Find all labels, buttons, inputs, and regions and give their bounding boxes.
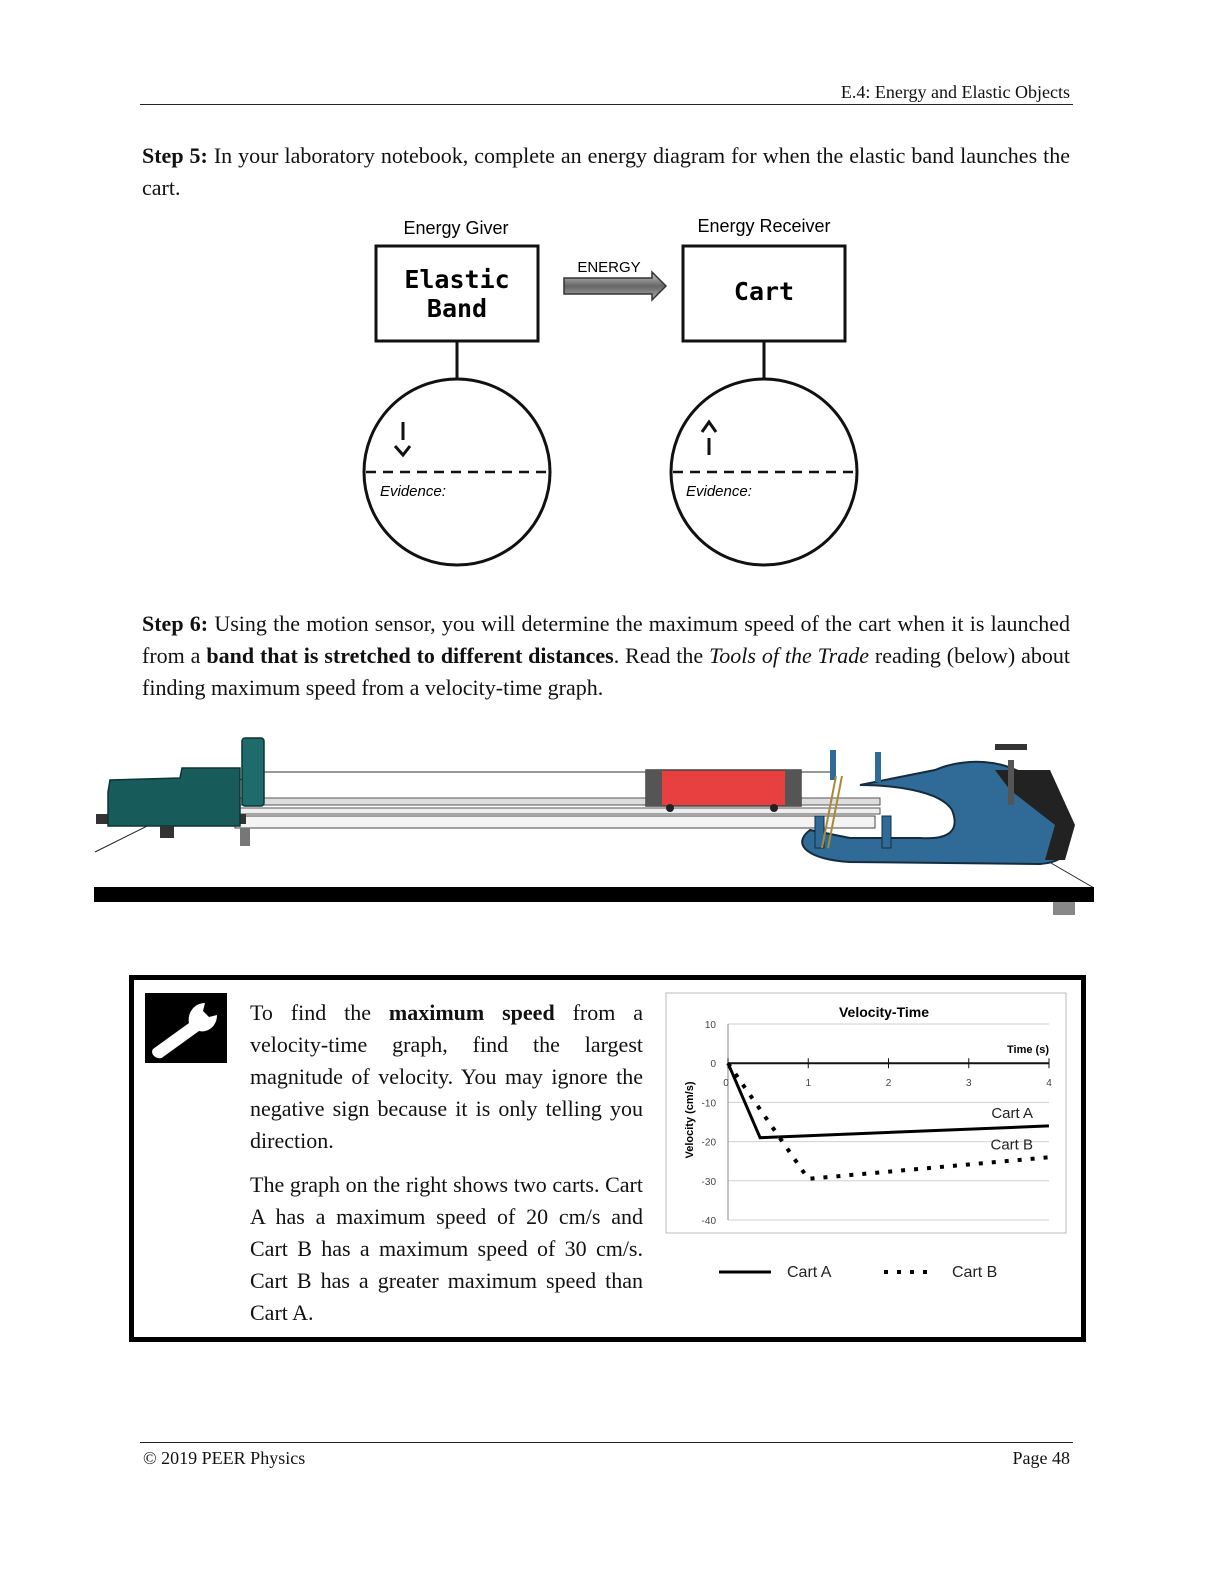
series-label: Cart A: [991, 1105, 1033, 1122]
chart-axes: [727, 1024, 1050, 1220]
y-axis-label: Velocity (cm/s): [684, 1081, 696, 1158]
y-tick-label: -40: [702, 1216, 717, 1227]
giver-label-line2: Band: [427, 294, 487, 323]
giver-label-line1: Elastic: [404, 265, 509, 294]
footer-copyright: © 2019 PEER Physics: [143, 1448, 306, 1468]
energy-giver-heading: Energy Giver: [403, 218, 508, 238]
x-tick-label: 4: [1046, 1078, 1052, 1089]
step-5-label: Step 5:: [142, 143, 208, 168]
step-6-bold: band that is stretched to different dist…: [206, 643, 614, 668]
tools-p1-a: To find the: [250, 1000, 389, 1025]
step-6-italic: Tools of the Trade: [709, 643, 870, 668]
y-tick-label: -20: [702, 1138, 717, 1149]
step-6-label: Step 6:: [142, 611, 209, 636]
chart-series: [726, 1062, 1050, 1181]
x-tick-label: 3: [966, 1078, 972, 1089]
receiver-label: Cart: [734, 277, 794, 306]
chart-legend: Cart A Cart B: [719, 1264, 997, 1281]
energy-receiver-box: [681, 244, 847, 343]
energy-diagram: Energy Giver Energy Receiver Elastic Ban…: [362, 216, 859, 567]
footer-page-number: Page 48: [1012, 1448, 1071, 1468]
y-tick-labels: 10 0 -10 -20 -30 -40: [702, 1020, 717, 1227]
y-tick-label: 10: [705, 1020, 717, 1031]
receiver-evidence-label: Evidence:: [686, 483, 752, 500]
energy-receiver-heading: Energy Receiver: [697, 216, 830, 236]
series-label: Cart B: [990, 1136, 1033, 1153]
energy-arrow-icon: [563, 270, 668, 302]
tools-paragraph-2: The graph on the right shows two carts. …: [250, 1172, 643, 1325]
table-surface: [94, 769, 1095, 915]
series-cart-b-line: [726, 1062, 1050, 1181]
x-tick-label: 0: [723, 1078, 729, 1089]
giver-evidence-label: Evidence:: [380, 483, 446, 500]
header-rule: [140, 104, 1073, 105]
red-cart: [645, 769, 802, 812]
track-apparatus-illustration: [94, 737, 1095, 915]
footer-rule: [140, 1442, 1073, 1443]
y-tick-label: 0: [710, 1059, 716, 1070]
step-6-text-2: . Read the: [613, 643, 710, 668]
wrench-icon: [145, 993, 227, 1063]
tools-text: To find the maximum speed from a velocit…: [250, 997, 643, 1341]
x-tick-labels: 0 1 2 3 4: [723, 1078, 1052, 1089]
step-6-text-1: Using the motion sensor, you will determ…: [142, 611, 1071, 668]
clamp-launcher: [801, 744, 1075, 866]
up-arrow-icon: [700, 419, 718, 455]
motion-sensor: [96, 737, 265, 838]
step-6-paragraph: Step 6: Using the motion sensor, you wil…: [142, 608, 1070, 704]
down-arrow-icon: [393, 422, 412, 458]
energy-arrow-label: ENERGY: [577, 259, 640, 276]
velocity-time-chart: Velocity-Time 10 0 -10 -20 -30 -40 0 1 2 3 4 Time…: [665, 992, 1067, 1281]
step-5-paragraph: Step 5: In your laboratory notebook, com…: [142, 140, 1070, 204]
step-6-text-3: reading (below) about finding maximum sp…: [142, 643, 1070, 700]
legend-label: Cart B: [952, 1264, 997, 1281]
y-tick-label: -10: [702, 1098, 717, 1109]
x-tick-label: 2: [886, 1078, 892, 1089]
x-axis-label: Time (s): [1007, 1044, 1049, 1056]
legend-label: Cart A: [787, 1264, 832, 1281]
x-tick-label: 1: [805, 1078, 811, 1089]
tools-p1-b: from a velocity-time graph, find the lar…: [250, 1000, 644, 1153]
chart-title: Velocity-Time: [839, 1004, 929, 1020]
step-5-text: In your laboratory notebook, complete an…: [142, 143, 1070, 200]
tools-paragraph-1: To find the maximum speed from a velocit…: [250, 997, 643, 1157]
energy-giver-box: [374, 244, 540, 343]
series-cart-a-line: [726, 1062, 1050, 1140]
y-tick-label: -30: [702, 1177, 717, 1188]
tools-of-the-trade-box: [129, 975, 1086, 1342]
running-header: E.4: Energy and Elastic Objects: [840, 82, 1070, 102]
tools-p1-bold: maximum speed: [388, 1000, 555, 1025]
series-labels: Cart A Cart B: [990, 1105, 1033, 1153]
chart-frame: [665, 992, 1067, 1234]
